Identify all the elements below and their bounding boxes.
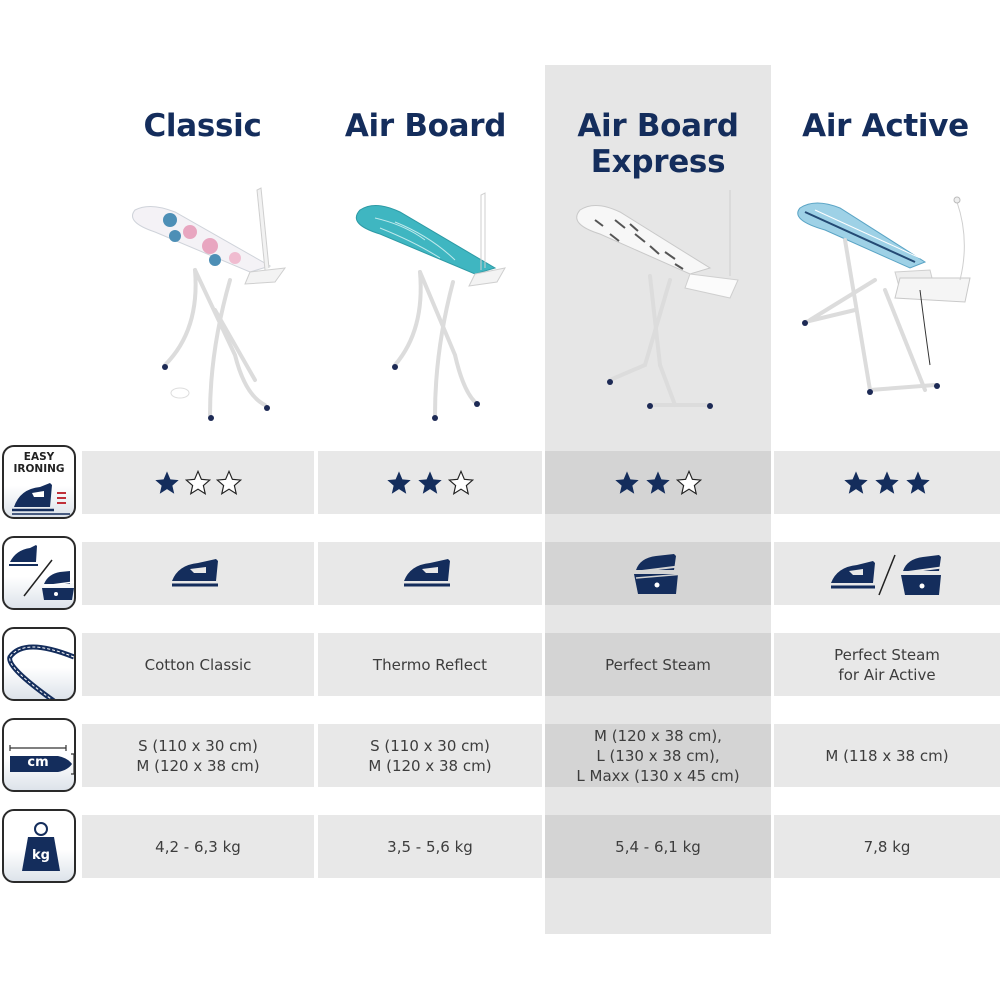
iron-type-air-active: [774, 542, 1000, 605]
rating-air-board: [318, 451, 542, 514]
star-empty-icon: [447, 469, 475, 495]
cover-air-active: Perfect Steam for Air Active: [774, 633, 1000, 696]
cover-edge-icon: [7, 644, 74, 699]
star-filled-icon: [646, 470, 670, 494]
weight-air-board-express: 5,4 - 6,1 kg: [545, 815, 771, 878]
iron-icon: [12, 483, 70, 515]
cover-air-board-express: Perfect Steam: [545, 633, 771, 696]
iron-type-air-board: [318, 542, 542, 605]
size-icon: cm: [2, 718, 76, 792]
star-filled-icon: [155, 470, 179, 494]
star-filled-icon: [418, 470, 442, 494]
rating-air-board-express: [545, 451, 771, 514]
star-empty-icon: [184, 469, 212, 495]
ironing-board-air-active-image: [797, 196, 971, 395]
weight-air-board: 3,5 - 5,6 kg: [318, 815, 542, 878]
ironing-board-air-board-express-image: [576, 190, 739, 409]
iron-type-icon: [2, 536, 76, 610]
iron-type-air-board-express: [545, 542, 771, 605]
product-title-air-board: Air Board: [344, 108, 507, 144]
steam-generator-icon: [633, 553, 685, 594]
star-filled-icon: [615, 470, 639, 494]
sizes-air-active: M (118 x 38 cm): [774, 724, 1000, 787]
star-filled-icon: [844, 470, 868, 494]
star-empty-icon: [675, 469, 703, 495]
iron-vs-steam-generator-icon: [9, 545, 74, 600]
star-filled-icon: [387, 470, 411, 494]
product-title-classic: Classic: [143, 108, 262, 144]
weight-classic: 4,2 - 6,3 kg: [82, 815, 314, 878]
kg-weight-icon: [22, 822, 60, 871]
cover-classic: Cotton Classic: [82, 633, 314, 696]
iron-type-classic: [82, 542, 314, 605]
weight-icon: kg: [2, 809, 76, 883]
product-title-air-board-express: Air Board Express: [577, 108, 739, 180]
rating-air-active: [774, 451, 1000, 514]
board-dimensions-icon: [9, 745, 74, 775]
ironing-board-classic-image: [132, 187, 287, 421]
easy-ironing-icon: EASY IRONING: [2, 445, 76, 519]
weight-air-active: 7,8 kg: [774, 815, 1000, 878]
sizes-air-board: S (110 x 30 cm) M (120 x 38 cm): [318, 724, 542, 787]
sizes-air-board-express: M (120 x 38 cm), L (130 x 38 cm), L Maxx…: [545, 724, 771, 787]
rating-classic: [82, 451, 314, 514]
star-empty-icon: [215, 469, 243, 495]
cover-icon: [2, 627, 76, 701]
star-filled-icon: [875, 470, 899, 494]
cover-air-board: Thermo Reflect: [318, 633, 542, 696]
iron-or-steam-generator-icon: [831, 554, 946, 595]
ironing-board-air-board-image: [355, 192, 506, 421]
star-filled-icon: [906, 470, 930, 494]
sizes-classic: S (110 x 30 cm) M (120 x 38 cm): [82, 724, 314, 787]
steam-iron-icon: [404, 558, 450, 586]
product-title-air-active: Air Active: [802, 108, 969, 144]
steam-iron-icon: [172, 558, 218, 586]
